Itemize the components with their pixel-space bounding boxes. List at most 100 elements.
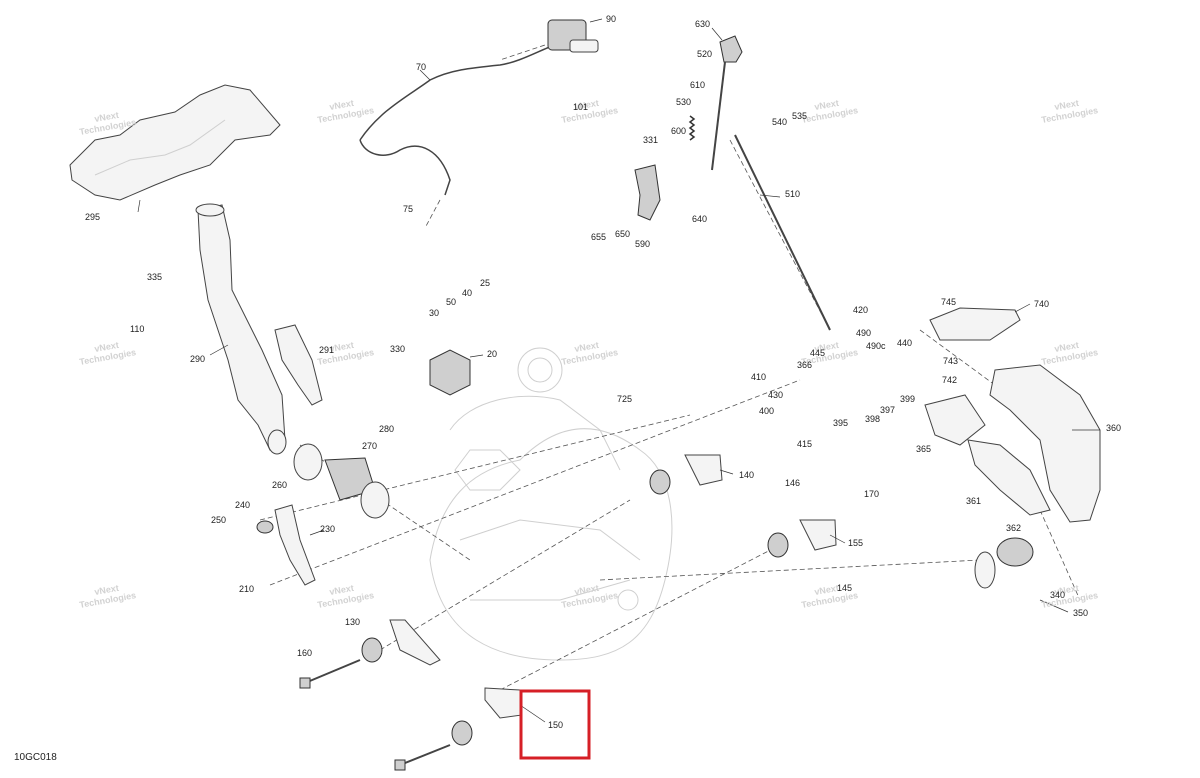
callout-label[interactable]: 270 <box>362 441 377 451</box>
callout-labels: 90 70 101 75 295 335 110 290 291 330 30 … <box>85 14 1121 730</box>
callout-label[interactable]: 40 <box>462 288 472 298</box>
callout-label[interactable]: 395 <box>833 418 848 428</box>
callout-label[interactable]: 397 <box>880 405 895 415</box>
callout-label[interactable]: 30 <box>429 308 439 318</box>
callout-label[interactable]: 240 <box>235 500 250 510</box>
callout-label[interactable]: 50 <box>446 297 456 307</box>
drawing-reference-code: 10GC018 <box>14 752 57 763</box>
callout-label[interactable]: 490 <box>856 328 871 338</box>
part-rubber-mount <box>361 619 441 666</box>
callout-label[interactable]: 540 <box>772 117 787 127</box>
callout-label[interactable]: 365 <box>916 444 931 454</box>
callout-label[interactable]: 490c <box>866 341 886 351</box>
callout-label[interactable]: 145 <box>837 583 852 593</box>
callout-label[interactable]: 90 <box>606 14 616 24</box>
watermark-line1: vNext <box>814 583 840 597</box>
watermark-line1: vNext <box>1054 340 1080 354</box>
part-intake-boot <box>293 443 390 519</box>
callout-label[interactable]: 398 <box>865 414 880 424</box>
callout-label[interactable]: 170 <box>864 489 879 499</box>
callout-label[interactable]: 640 <box>692 214 707 224</box>
callout-label[interactable]: 742 <box>942 375 957 385</box>
callout-label[interactable]: 210 <box>239 584 254 594</box>
callout-label[interactable]: 530 <box>676 97 691 107</box>
callout-label[interactable]: 440 <box>897 338 912 348</box>
callout-label[interactable]: 630 <box>695 19 710 29</box>
callout-label[interactable]: 610 <box>690 80 705 90</box>
callout-label[interactable]: 260 <box>272 480 287 490</box>
callout-label[interactable]: 160 <box>297 648 312 658</box>
watermark-line1: vNext <box>94 110 120 124</box>
callout-label[interactable]: 650 <box>615 229 630 239</box>
callout-label[interactable]: 101 <box>573 102 588 112</box>
watermark-line1: vNext <box>814 98 840 112</box>
callout-leaders <box>137 18 1100 723</box>
watermark-line1: vNext <box>1054 583 1080 597</box>
callout-label[interactable]: 400 <box>759 406 774 416</box>
callout-label[interactable]: 280 <box>379 424 394 434</box>
watermark-line1: vNext <box>94 583 120 597</box>
callout-label[interactable]: 335 <box>147 272 162 282</box>
callout-label[interactable]: 510 <box>785 189 800 199</box>
callout-label[interactable]: 725 <box>617 394 632 404</box>
watermark-line1: vNext <box>329 583 355 597</box>
callout-label[interactable]: 250 <box>211 515 226 525</box>
callout-label[interactable]: 291 <box>319 345 334 355</box>
callout-label[interactable]: 340 <box>1050 590 1065 600</box>
callout-label[interactable]: 399 <box>900 394 915 404</box>
watermark-line1: vNext <box>814 340 840 354</box>
part-engine-mount-right <box>649 454 837 558</box>
callout-label[interactable]: 150 <box>548 720 563 730</box>
part-heat-shield <box>69 84 281 201</box>
part-exhaust-manifold <box>924 307 1101 589</box>
part-secondary-duct <box>274 324 323 406</box>
callout-label[interactable]: 290 <box>190 354 205 364</box>
watermark-line1: vNext <box>329 340 355 354</box>
callout-label[interactable]: 75 <box>403 204 413 214</box>
part-engine-bracket-150 <box>451 687 523 746</box>
callout-label[interactable]: 743 <box>943 356 958 366</box>
callout-label[interactable]: 330 <box>390 344 405 354</box>
part-engine-bracket-left <box>256 504 316 586</box>
engine-ghost-outline <box>429 347 673 661</box>
callout-label[interactable]: 361 <box>966 496 981 506</box>
part-intake-duct <box>195 203 287 455</box>
watermark-line1: vNext <box>574 98 600 112</box>
callout-label[interactable]: 20 <box>487 349 497 359</box>
part-shift-bracket <box>634 164 661 221</box>
callout-label[interactable]: 350 <box>1073 608 1088 618</box>
callout-label[interactable]: 600 <box>671 126 686 136</box>
callout-label[interactable]: 590 <box>635 239 650 249</box>
callout-label[interactable]: 745 <box>941 297 956 307</box>
callout-label[interactable]: 362 <box>1006 523 1021 533</box>
callout-label[interactable]: 331 <box>643 135 658 145</box>
callout-label[interactable]: 70 <box>416 62 426 72</box>
callout-label[interactable]: 430 <box>768 390 783 400</box>
part-resonator-box <box>429 349 471 396</box>
highlight-box <box>519 689 591 760</box>
part-throttle-lever <box>547 19 599 53</box>
callout-label[interactable]: 445 <box>810 348 825 358</box>
callout-label[interactable]: 420 <box>853 305 868 315</box>
callout-label[interactable]: 110 <box>130 324 144 334</box>
part-long-bolt <box>299 659 361 689</box>
callout-label[interactable]: 295 <box>85 212 100 222</box>
callout-label[interactable]: 230 <box>320 524 335 534</box>
callout-label[interactable]: 535 <box>792 111 807 121</box>
part-shift-lever <box>711 35 831 331</box>
callout-label[interactable]: 410 <box>751 372 766 382</box>
callout-label[interactable]: 146 <box>785 478 800 488</box>
watermark-group: vNext Technologies vNext Technologies vN… <box>79 98 1099 610</box>
callout-label[interactable]: 155 <box>848 538 863 548</box>
watermark-line1: vNext <box>94 340 120 354</box>
callout-label[interactable]: 415 <box>797 439 812 449</box>
callout-label[interactable]: 25 <box>480 278 490 288</box>
callout-label[interactable]: 520 <box>697 49 712 59</box>
callout-label[interactable]: 130 <box>345 617 360 627</box>
watermark-line1: vNext <box>329 98 355 112</box>
callout-label[interactable]: 655 <box>591 232 606 242</box>
callout-label[interactable]: 360 <box>1106 423 1121 433</box>
callout-label[interactable]: 740 <box>1034 299 1049 309</box>
callout-label[interactable]: 140 <box>739 470 754 480</box>
callout-label[interactable]: 366 <box>797 360 812 370</box>
